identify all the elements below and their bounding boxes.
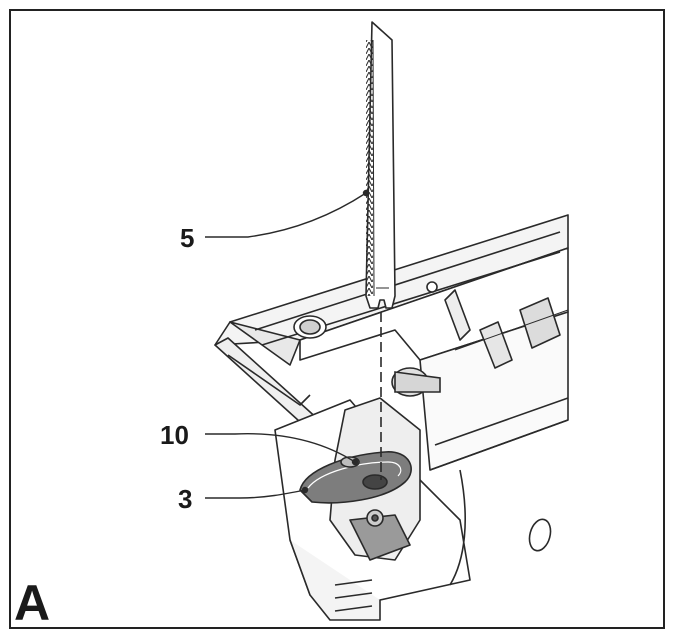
callout-label-blade: 5	[180, 223, 195, 253]
blade-clamp-assembly	[299, 397, 421, 561]
callout-leaders	[205, 189, 370, 499]
figure-letter: A	[14, 575, 51, 631]
saw-blade	[365, 21, 396, 309]
callout-label-lever-bottom: 3	[178, 484, 193, 514]
guide-roller	[391, 367, 441, 397]
callout-label-lever-top: 10	[160, 420, 189, 450]
